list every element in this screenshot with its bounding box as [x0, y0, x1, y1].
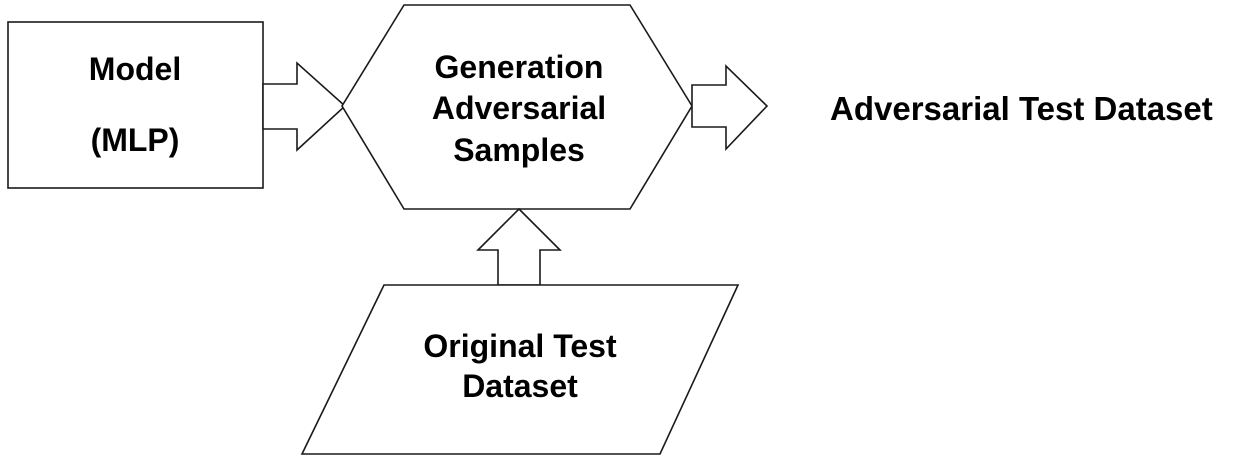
generation-label-line1: Generation — [435, 49, 604, 85]
arrow-generation-to-output — [691, 64, 769, 151]
input-dataset-label-line2: Dataset — [462, 368, 578, 404]
generation-label-line3: Samples — [453, 132, 585, 168]
output-label: Adversarial Test Dataset — [830, 90, 1213, 127]
model-label-line2: (MLP) — [91, 122, 180, 158]
arrow-dataset-to-generation — [476, 207, 562, 286]
generation-label-line2: Adversarial — [432, 90, 606, 126]
generation-hexagon — [341, 4, 693, 210]
input-dataset-parallelogram — [300, 284, 740, 455]
generation-node: Generation Adversarial Samples — [341, 4, 693, 210]
model-box — [7, 21, 264, 189]
input-dataset-label-line1: Original Test — [423, 328, 617, 364]
model-label-line1: Model — [89, 51, 181, 87]
model-node: Model (MLP) — [7, 21, 264, 189]
arrow-model-to-generation — [262, 61, 347, 152]
input-dataset-node: Original Test Dataset — [300, 284, 740, 455]
